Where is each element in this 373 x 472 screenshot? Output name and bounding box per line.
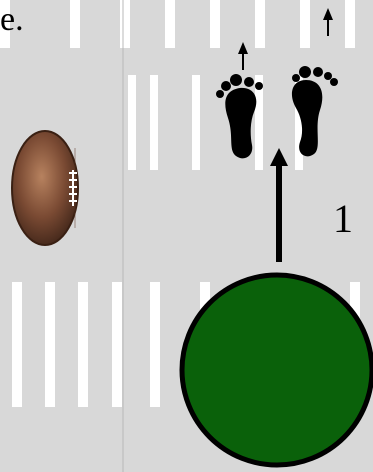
caption-fragment: e.: [0, 1, 24, 38]
step-number-label: 1: [333, 196, 353, 241]
football-icon: [12, 131, 78, 245]
player-circle: [182, 275, 372, 465]
